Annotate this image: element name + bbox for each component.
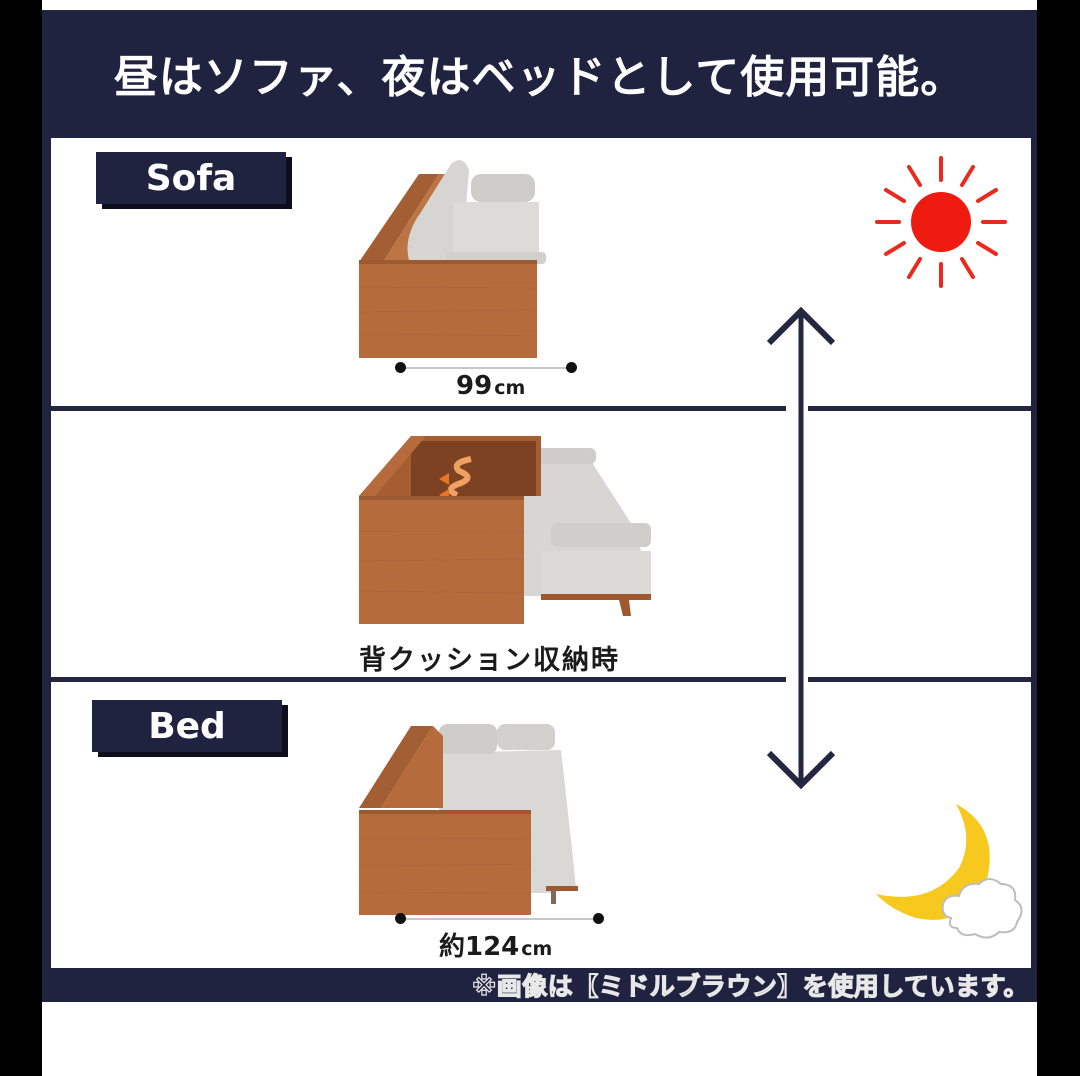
bed-badge: Bed	[92, 700, 282, 752]
header-title: 昼はソファ、夜はベッドとして使用可能。	[113, 51, 966, 103]
product-infographic: 昼はソファ、夜はベッドとして使用可能。 Sofa	[42, 0, 1037, 1076]
bed-width-value: 約124	[439, 932, 520, 962]
footer-note: ※画像は【ミドルブラウン】を使用しています。	[471, 971, 1029, 1001]
sun-icon	[875, 156, 1007, 288]
bed-dimension-line	[401, 918, 601, 920]
bed-width-unit: cm	[521, 938, 553, 960]
bed-dimension-end	[593, 913, 604, 924]
storage-caption: 背クッション収納時	[359, 645, 620, 676]
sofa-dimension-line	[401, 367, 571, 369]
sofa-dimension-end	[566, 362, 577, 373]
sofa-width-value: 99	[456, 371, 493, 401]
moon-cloud-icon	[876, 804, 1023, 939]
storage-illustration	[358, 436, 651, 624]
bed-illustration	[358, 724, 578, 915]
double-arrow-vertical-icon	[766, 306, 836, 790]
sofa-dimension-start	[395, 362, 406, 373]
sofa-illustration	[358, 160, 546, 358]
bed-dimension-start	[395, 913, 406, 924]
divider-storage-bed	[51, 677, 1031, 682]
sofa-badge: Sofa	[96, 152, 286, 204]
divider-sofa-storage	[51, 406, 1031, 411]
sofa-width-unit: cm	[494, 377, 526, 399]
